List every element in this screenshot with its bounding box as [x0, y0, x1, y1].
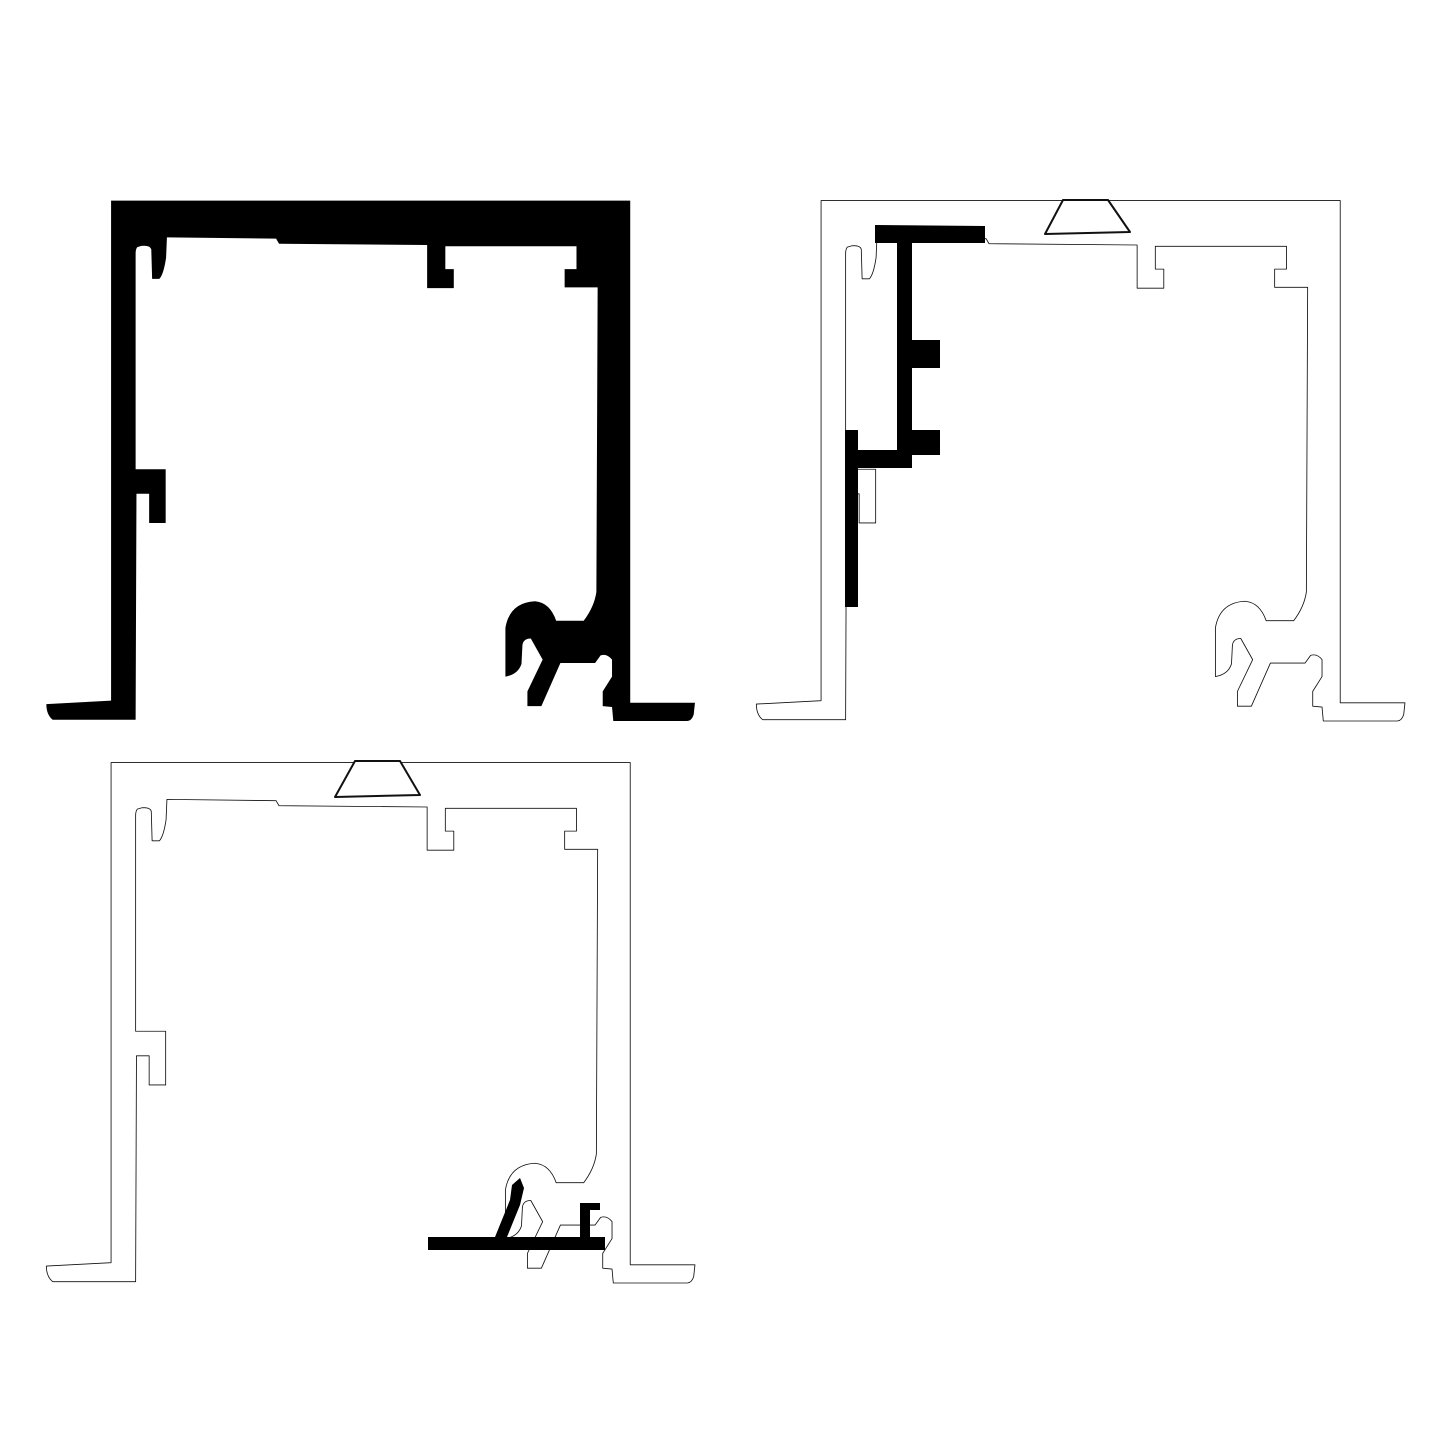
top-notch [1045, 200, 1130, 234]
profile-with-cover [45, 761, 696, 1284]
insert-piece [845, 225, 985, 607]
profile-with-insert [755, 200, 1406, 722]
profile-solid [46, 200, 695, 721]
cover-strip [428, 1178, 605, 1250]
top-notch [335, 761, 420, 797]
